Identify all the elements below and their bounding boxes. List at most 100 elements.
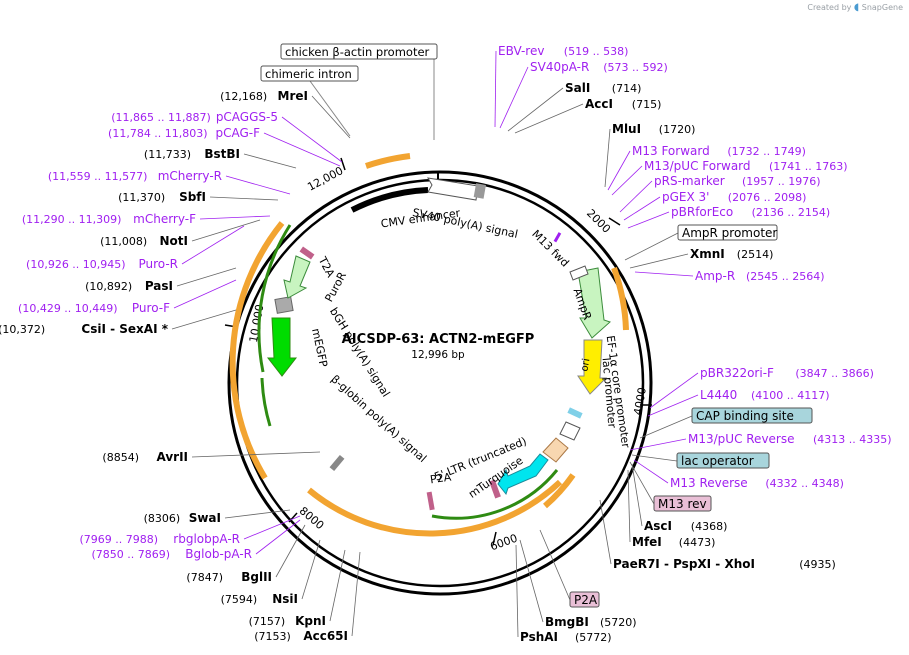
- ampr-promoter-arrow: [569, 265, 589, 281]
- feature-label-mfei-pos: (4473): [679, 536, 716, 549]
- feature-label-acci-pos: (715): [632, 98, 662, 111]
- feature-label-swai-pos: (8306): [144, 512, 181, 525]
- feature-label-m13-puc-forward[interactable]: M13/pUC Forward(1741 .. 1763): [611, 159, 848, 196]
- feature-label-acc65i-name: Acc65I: [303, 629, 348, 643]
- feature-label-sali[interactable]: SalI(714): [507, 81, 641, 132]
- feature-label-m13-reverse[interactable]: M13 Reverse(4332 .. 4348): [633, 459, 844, 490]
- backbone-outer-ring: [227, 170, 653, 596]
- feature-label-m13-puc-reverse[interactable]: M13/pUC Reverse(4313 .. 4335): [629, 432, 892, 451]
- feature-label-p2a[interactable]: P2A: [539, 529, 600, 608]
- feature-label-m13-forward[interactable]: M13 Forward (1732 .. 1749): [607, 144, 806, 191]
- feature-label-acci[interactable]: AccI(715): [514, 97, 662, 134]
- feature-label-ampr-promoter[interactable]: AmpR promoter: [624, 224, 778, 261]
- feature-label-kpni[interactable]: KpnI(7157): [249, 549, 346, 628]
- feature-label-pasi-pos: (10,892): [85, 280, 132, 293]
- feature-label-l4440[interactable]: L4440(4100 .. 4117): [647, 388, 830, 417]
- feature-label-puro-f[interactable]: Puro-F(10,429 .. 10,449): [18, 279, 237, 315]
- feature-label-bglob-pa-r-pos: (7850 .. 7869): [91, 548, 170, 561]
- t2a-box: [299, 246, 315, 260]
- plasmid-length: 12,996 bp: [411, 349, 465, 361]
- feature-label-pcag-f[interactable]: pCAG-F(11,784 .. 11,803): [108, 126, 341, 167]
- feature-label-pbrforeco[interactable]: pBRforEco(2136 .. 2154): [627, 205, 830, 229]
- created-by-badge: Created by ◖ SnapGene: [807, 2, 903, 13]
- feature-label-pasi-name: PasI: [145, 279, 173, 293]
- feature-label-pshai[interactable]: PshAI(5772): [515, 544, 612, 644]
- feature-label-amp-r-pos: (2545 .. 2564): [746, 270, 825, 283]
- cmv-enhancer-arc: [350, 187, 429, 213]
- feature-label-ampr-promoter-text: AmpR promoter: [682, 226, 777, 240]
- feature-label-csii-sexai-name: CsiI - SexAI *: [81, 322, 168, 336]
- feature-label-ebv-rev-pos: (519 .. 538): [564, 45, 629, 58]
- feature-label-cap-binding-site-text: CAP binding site: [696, 409, 794, 423]
- feature-label-swai[interactable]: SwaI(8306): [144, 509, 291, 525]
- feature-label-p2a-text: P2A: [574, 593, 598, 607]
- feature-label-cap-binding-site[interactable]: CAP binding site: [639, 407, 813, 439]
- chicken-beta-actin-label: chicken β-actin promoter: [285, 45, 430, 59]
- feature-label-m13-forward-pos: (1732 .. 1749): [727, 145, 806, 158]
- feature-label-pasi[interactable]: PasI (10,892): [85, 267, 237, 293]
- p2a-box-left: [426, 491, 435, 511]
- feature-label-acc65i[interactable]: Acc65I (7153): [254, 551, 361, 643]
- feature-label-amp-r[interactable]: Amp-R(2545 .. 2564): [634, 269, 825, 283]
- feature-label-m13-forward-name: M13 Forward: [632, 144, 710, 158]
- bglobin-box: [329, 454, 345, 472]
- feature-label-pbr322ori-f-name: pBR322ori-F: [700, 366, 774, 380]
- feature-label-rbglobpa-r[interactable]: rbglobpA-R(7969 .. 7988): [79, 515, 301, 546]
- feature-label-mcherry-f[interactable]: mCherry-F(11,290 .. 11,309): [22, 212, 271, 226]
- feature-label-paer7i-pspxi-xhoi[interactable]: PaeR7I - PspXI - XhoI(4935): [599, 499, 836, 571]
- feature-label-puro-r-name: Puro-R: [138, 257, 178, 271]
- feature-label-pgex-3[interactable]: pGEX 3'(2076 .. 2098): [623, 190, 807, 221]
- feature-label-bglii-pos: (7847): [186, 571, 223, 584]
- feature-label-mrei[interactable]: MreI(12,168): [220, 89, 351, 139]
- feature-label-l4440-name: L4440: [700, 388, 737, 402]
- tick-2000-line: [608, 217, 621, 226]
- feature-label-pgex-3-pos: (2076 .. 2098): [728, 191, 807, 204]
- feature-label-mrei-pos: (12,168): [220, 90, 267, 103]
- feature-shapes: [266, 177, 611, 511]
- feature-label-mlui-pos: (1720): [659, 123, 696, 136]
- feature-label-bglob-pa-r[interactable]: Bglob-pA-R(7850 .. 7869): [91, 519, 301, 561]
- feature-label-kpni-pos: (7157): [249, 615, 286, 628]
- left-label-group: MreI(12,168)pCAGGS-5(11,865 .. 11,887)pC…: [0, 89, 361, 643]
- chicken-beta-actin-arrow: [427, 177, 479, 201]
- cag-promoter-arc: [365, 153, 411, 169]
- feature-label-mlui[interactable]: MluI(1720): [604, 122, 696, 188]
- ori-arrow: [577, 339, 608, 395]
- lac-promoter-label: lac promoter: [600, 357, 619, 429]
- feature-label-bglii[interactable]: BglII(7847): [186, 524, 306, 584]
- feature-label-mcherry-r[interactable]: mCherry-R(11,559 .. 11,577): [48, 169, 291, 195]
- feature-label-pcaggs-5[interactable]: pCAGGS-5(11,865 .. 11,887): [111, 110, 343, 163]
- feature-label-xmni[interactable]: XmnI(2514): [629, 247, 773, 269]
- feature-label-avrii-name: AvrII: [156, 450, 188, 464]
- feature-label-nsii[interactable]: NsiI(7594): [221, 539, 321, 606]
- feature-label-pbr322ori-f[interactable]: pBR322ori-F(3847 .. 3866): [649, 366, 874, 409]
- feature-label-csii-sexai[interactable]: CsiI - SexAI *(10,372): [0, 309, 237, 336]
- feature-label-asci[interactable]: AscI(4368): [631, 463, 727, 533]
- plasmid-name: AICSDP-63: ACTN2-mEGFP: [342, 332, 535, 347]
- orange-right-lower-arc: [543, 473, 576, 509]
- feature-label-mfei[interactable]: MfeI(4473): [627, 469, 716, 549]
- feature-label-mcherry-f-pos: (11,290 .. 11,309): [22, 213, 122, 226]
- feature-label-prs-marker-pos: (1957 .. 1976): [742, 175, 821, 188]
- feature-label-avrii[interactable]: AvrII(8854): [102, 450, 321, 464]
- chimeric-intron-label: chimeric intron: [265, 67, 352, 81]
- mturquoise-arrow: [497, 453, 549, 496]
- tick-8000: 8000: [297, 504, 327, 532]
- feature-label-pshai-pos: (5772): [575, 631, 612, 644]
- feature-label-m13-rev[interactable]: M13 rev: [629, 461, 712, 512]
- feature-label-noti[interactable]: NotI(11,008): [100, 219, 261, 248]
- feature-label-prs-marker[interactable]: pRS-marker(1957 .. 1976): [619, 174, 821, 213]
- ori-label: ori: [579, 358, 592, 373]
- feature-label-acc65i-pos: (7153): [254, 630, 291, 643]
- feature-label-bstbi[interactable]: BstBI(11,733): [144, 147, 297, 169]
- feature-label-ebv-rev[interactable]: EBV-rev(519 .. 538): [494, 44, 629, 128]
- feature-label-pcag-f-pos: (11,784 .. 11,803): [108, 127, 208, 140]
- lac-operator-arrow: [559, 421, 581, 441]
- feature-label-bmgbi[interactable]: BmgBI(5720): [519, 539, 637, 629]
- orange-bottom-arc: [307, 479, 563, 537]
- feature-label-puro-r[interactable]: Puro-R(10,926 .. 10,945): [26, 225, 245, 271]
- feature-label-sv40pa-r[interactable]: SV40pA-R(573 .. 592): [499, 60, 668, 129]
- feature-label-lac-operator[interactable]: lac operator: [631, 452, 770, 469]
- feature-label-sbfi[interactable]: SbfI(11,370): [118, 190, 279, 204]
- feature-label-paer7i-pspxi-xhoi-name: PaeR7I - PspXI - XhoI: [613, 557, 755, 571]
